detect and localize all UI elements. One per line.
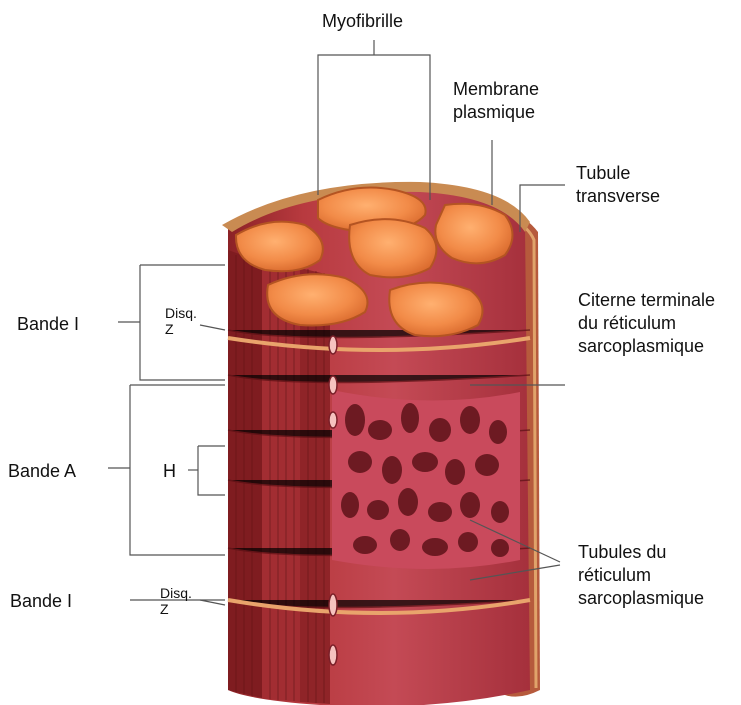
label-h: H [163, 460, 176, 483]
label-citerne-terminale: Citerne terminale du réticulum sarcoplas… [578, 289, 715, 358]
label-bande-a: Bande A [8, 460, 76, 483]
label-bande-i-top: Bande I [17, 313, 79, 336]
label-membrane-plasmique: Membrane plasmique [453, 78, 539, 124]
label-disq-z-top: Disq. Z [165, 305, 197, 337]
label-tubules-reticulum: Tubules du réticulum sarcoplasmique [578, 541, 704, 610]
label-bande-i-bottom: Bande I [10, 590, 72, 613]
label-disq-z-bottom: Disq. Z [160, 585, 192, 617]
label-myofibrille: Myofibrille [322, 10, 403, 33]
label-tubule-transverse: Tubule transverse [576, 162, 660, 208]
